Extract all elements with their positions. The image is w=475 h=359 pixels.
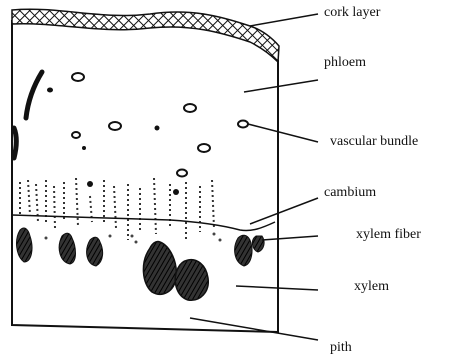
vascular-bundle (198, 144, 210, 152)
leader-cambium (250, 198, 318, 224)
phloem-cell (173, 189, 179, 195)
vascular-bundle (109, 122, 121, 130)
xylem-vessel (143, 241, 176, 294)
label-xylem: xylem (354, 279, 389, 295)
leader-xylem-fiber (262, 236, 318, 240)
vascular-bundle (184, 104, 196, 112)
cambium-line (12, 215, 275, 231)
leader-vascular-bundle (248, 124, 318, 142)
label-phloem: phloem (324, 55, 366, 71)
leader-cork-layer (250, 14, 318, 26)
xylem-fiber (252, 236, 264, 252)
vascular-rays (20, 178, 214, 240)
leader-phloem (244, 80, 318, 92)
cork-layer-band (12, 9, 279, 62)
phloem-streak (14, 128, 16, 158)
xylem-fiber (87, 237, 103, 266)
vascular-bundle (177, 170, 187, 177)
vascular-bundle (238, 121, 248, 128)
phloem-streak (26, 72, 42, 118)
phloem-cell (155, 126, 160, 131)
phloem-cell (47, 88, 53, 93)
label-cambium: cambium (324, 185, 376, 201)
xylem-fiber (59, 233, 75, 264)
label-vascular-bundle: vascular bundle (330, 134, 418, 150)
xylem-fiber (235, 235, 252, 266)
label-xylem-fiber: xylem fiber (356, 227, 421, 243)
vascular-bundle (72, 73, 84, 81)
label-pith: pith (330, 340, 352, 356)
xylem-vessel (175, 260, 208, 301)
vascular-bundle (72, 132, 80, 138)
label-cork-layer: cork layer (324, 5, 380, 21)
xylem-fiber (17, 228, 32, 262)
phloem-cell (82, 146, 86, 150)
leader-lines (190, 14, 318, 340)
leader-pith (190, 318, 318, 340)
phloem-cell (87, 181, 93, 187)
section-outline (12, 20, 278, 332)
